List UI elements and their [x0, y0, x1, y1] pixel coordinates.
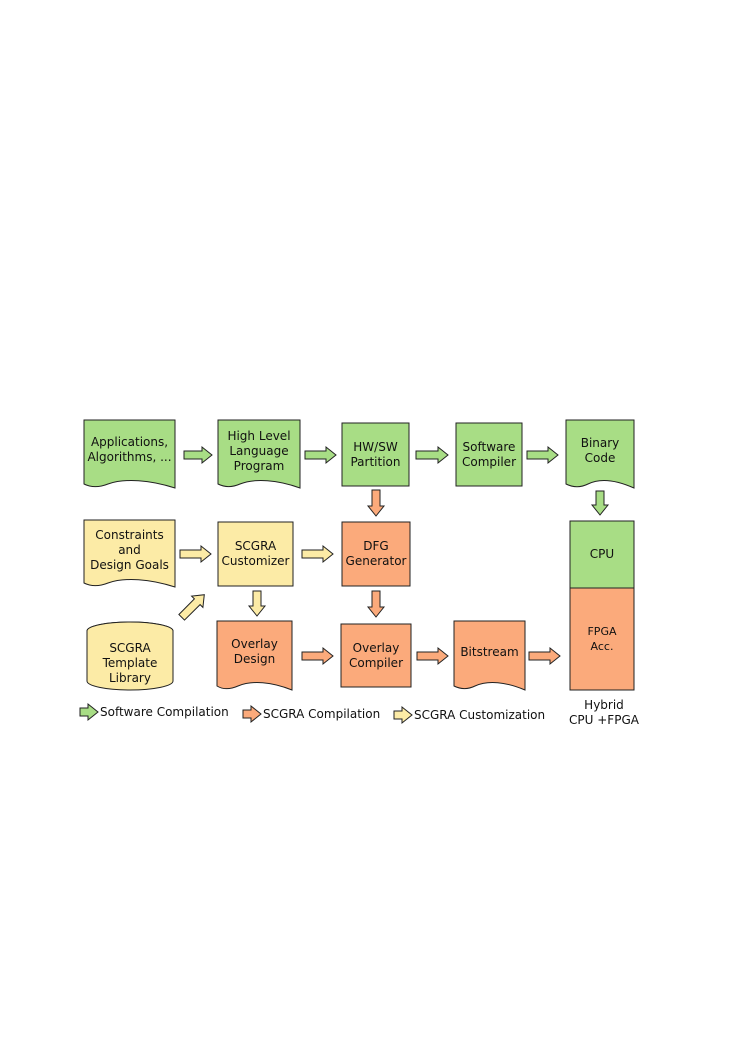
hll-program-label: High Level Language Program [227, 428, 291, 473]
overlay-compiler-label: Overlay Compiler [348, 640, 403, 670]
fpga-label: FPGA Acc. [587, 625, 617, 653]
hll-program-doc [217, 419, 301, 489]
dfg-generator-box [341, 521, 411, 587]
constraints-doc [83, 519, 176, 588]
fpga-block [569, 587, 635, 691]
cpu-block [569, 520, 635, 589]
arrow-overlay-design-to-compiler [301, 646, 334, 666]
hybrid-label: Hybrid CPU +FPGA [569, 698, 639, 727]
scgra-customizer-box [217, 521, 294, 587]
software-compiler-box [455, 422, 523, 487]
software-compiler-label: Software Compiler [461, 439, 516, 469]
bitstream-doc [453, 620, 526, 691]
template-library-cylinder [86, 621, 174, 691]
arrow-customizer-to-dfg [301, 544, 334, 564]
arrow-partition-to-dfg [366, 489, 386, 517]
legend-software-label: Software Compilation [100, 705, 229, 719]
cpu-label: CPU [589, 547, 615, 561]
arrow-customizer-to-overlay-design [247, 590, 267, 617]
bitstream-label: Bitstream [460, 644, 519, 659]
arrow-binary-to-cpu [590, 490, 610, 516]
arrow-library-to-customizer [178, 594, 205, 621]
arrow-partition-to-compiler [415, 445, 449, 465]
legend-custom-arrow [393, 705, 413, 725]
dfg-generator-label: DFG Generator [345, 539, 407, 568]
hwsw-partition-box [341, 422, 410, 487]
legend-scgra-arrow [242, 704, 262, 724]
arrow-bitstream-to-fpga [528, 646, 561, 666]
applications-doc [83, 419, 176, 489]
arrow-compiler-to-binary [526, 445, 559, 465]
binary-code-doc [565, 419, 635, 489]
legend-software-arrow [79, 702, 99, 722]
scgra-customizer-label: SCGRA Customizer [221, 539, 290, 568]
hwsw-partition-label: HW/SW Partition [350, 439, 401, 469]
legend-custom-label: SCGRA Customization [414, 708, 546, 722]
arrow-dfg-to-overlay-compiler [366, 590, 386, 618]
legend-scgra-label: SCGRA Compilation [263, 707, 381, 721]
overlay-design-doc [216, 620, 293, 691]
arrow-hll-to-partition [304, 445, 337, 465]
overlay-design-label: Overlay Design [231, 637, 278, 666]
template-library-label: SCGRA Template Library [102, 640, 158, 685]
constraints-label: Constraints and Design Goals [90, 527, 169, 572]
arrow-constraints-to-customizer [179, 544, 212, 564]
overlay-compiler-box [340, 623, 412, 688]
arrow-compiler-to-bitstream [416, 646, 449, 666]
applications-label: Applications, Algorithms, ... [87, 435, 172, 464]
arrow-apps-to-hll [183, 445, 213, 465]
binary-code-label: Binary Code [580, 436, 620, 465]
